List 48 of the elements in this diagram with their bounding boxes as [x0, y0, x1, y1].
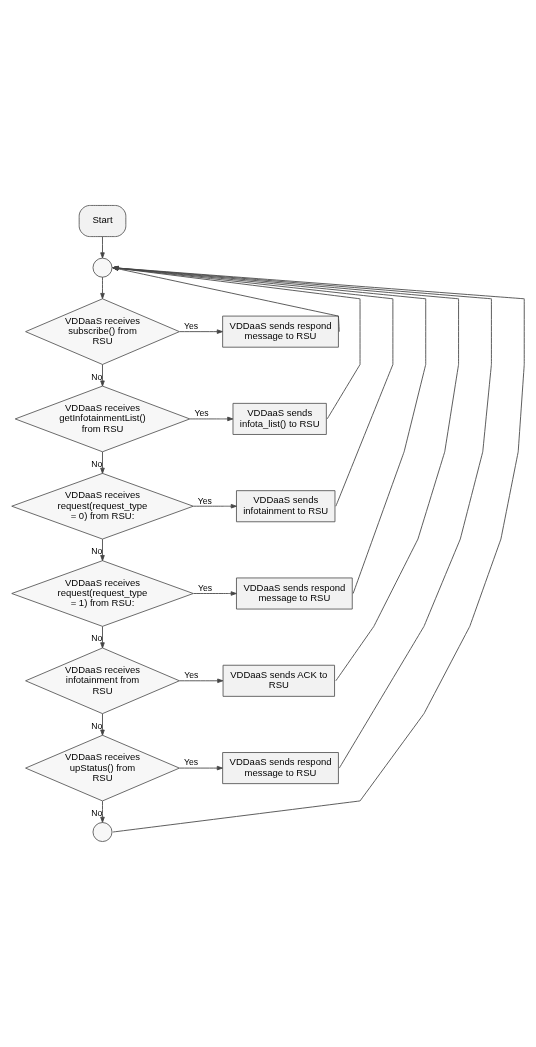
arrow: [179, 765, 223, 771]
node-box: VDDaaS sends infota_list() to RSU: [232, 402, 327, 435]
arrow: [100, 451, 105, 474]
node-circle: [92, 257, 113, 278]
node-diamond: VDDaaS receives upStatus() from RSU: [25, 734, 180, 802]
arrow: [100, 236, 105, 259]
arrow: [112, 265, 459, 682]
node-box: VDDaaS sends respond message to RSU: [236, 577, 353, 610]
edge-label: No: [91, 633, 103, 644]
node-box: Start: [78, 205, 127, 237]
arrow: [100, 276, 105, 300]
edge-label: Yes: [197, 582, 212, 593]
edge-label: No: [91, 720, 103, 731]
arrow: [189, 416, 234, 422]
edge-label: No: [91, 546, 103, 557]
edge-label: Yes: [184, 321, 199, 332]
arrow: [112, 266, 394, 507]
node-diamond: VDDaaS receives request(request_type = 0) from RSU:: [11, 472, 194, 540]
arrow: [100, 364, 105, 387]
arrow: [112, 266, 361, 420]
arrow: [112, 266, 340, 333]
node-diamond: VDDaaS receives subscribe() from RSU: [25, 298, 180, 365]
arrow: [112, 265, 492, 769]
node-box: VDDaaS sends infotainment to RSU: [236, 490, 336, 523]
arrow: [112, 265, 427, 594]
arrow: [100, 538, 105, 562]
arrow: [192, 503, 237, 509]
node-diamond: VDDaaS receives request(request_type = 1) from RSU:: [11, 560, 194, 627]
node-diamond: VDDaaS receives getInfotainmentList() from RSU: [14, 385, 191, 453]
edge-label: Yes: [184, 757, 199, 768]
edge-label: Yes: [194, 408, 209, 419]
edge-label: No: [91, 371, 103, 382]
edge-label: No: [91, 808, 103, 819]
edge-label: No: [91, 458, 103, 469]
arrow: [100, 713, 105, 736]
arrow: [100, 626, 105, 649]
node-circle: [92, 822, 113, 842]
arrow: [179, 678, 224, 684]
node-box: VDDaaS sends ACK to RSU: [222, 664, 335, 697]
arrow: [193, 591, 237, 596]
arrow: [112, 265, 525, 833]
arrow: [100, 800, 105, 823]
node-diamond: VDDaaS receives infotainment from RSU: [25, 647, 180, 715]
arrow: [179, 329, 223, 334]
edge-label: Yes: [197, 495, 212, 506]
node-box: VDDaaS sends respond message to RSU: [222, 752, 339, 785]
node-box: VDDaaS sends respond message to RSU: [222, 315, 339, 348]
edge-label: Yes: [184, 670, 199, 681]
